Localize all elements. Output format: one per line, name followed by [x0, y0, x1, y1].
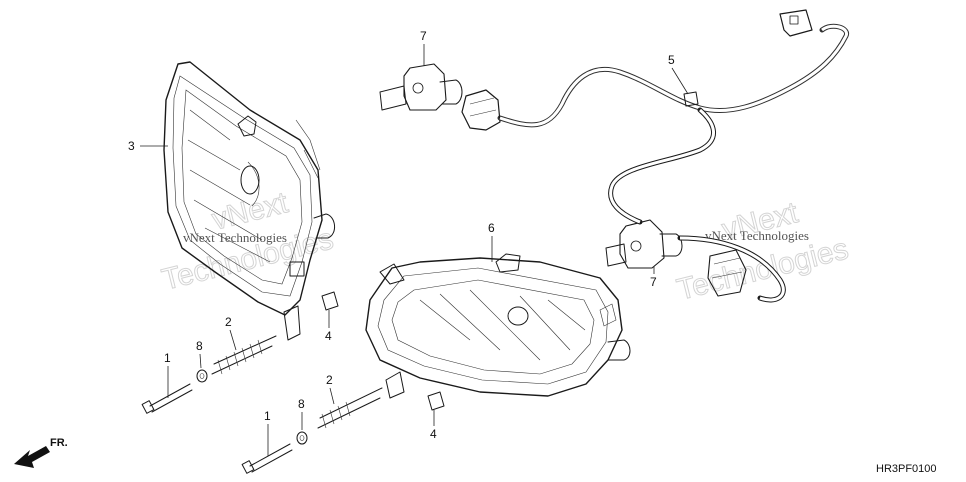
bolt-right: [241, 443, 293, 474]
callout-harness: 5: [668, 53, 689, 95]
svg-text:4: 4: [325, 329, 332, 343]
front-direction-arrow: FR.: [14, 437, 68, 468]
washer-left: [196, 369, 208, 383]
callout-bulb-top: 7: [420, 29, 427, 66]
svg-text:1: 1: [164, 351, 171, 365]
watermark-right: vNext Technologies vNext Technologies: [673, 196, 852, 308]
svg-text:Technologies: Technologies: [674, 232, 852, 306]
callout-screw-right: 2: [326, 373, 335, 405]
svg-text:vNext Technologies: vNext Technologies: [183, 230, 287, 245]
svg-text:5: 5: [668, 53, 675, 67]
nut-left: [321, 291, 339, 311]
bulb-socket-bottom: [605, 219, 683, 269]
svg-text:2: 2: [225, 315, 232, 329]
svg-text:7: 7: [420, 29, 427, 43]
svg-text:8: 8: [298, 397, 305, 411]
screw-spring-left: [211, 335, 277, 375]
svg-text:4: 4: [430, 427, 437, 441]
callout-screw-left: 2: [225, 315, 237, 351]
callout-right-headlight: 6: [488, 221, 495, 262]
washer-right: [296, 431, 308, 445]
callout-washer-left: 8: [196, 339, 203, 369]
watermark-left: vNext Technologies vNext Technologies: [158, 186, 337, 298]
svg-text:6: 6: [488, 221, 495, 235]
callout-washer-right: 8: [298, 397, 305, 430]
svg-text:vNext Technologies: vNext Technologies: [705, 228, 809, 243]
callout-bulb-bottom: 7: [650, 266, 657, 289]
bolt-left: [141, 383, 193, 414]
svg-text:2: 2: [326, 373, 333, 387]
callout-nut-left: 4: [325, 310, 332, 343]
right-headlight: [365, 253, 631, 399]
svg-text:7: 7: [650, 275, 657, 289]
wire-harness: [461, 9, 849, 303]
svg-text:1: 1: [264, 409, 271, 423]
left-headlight: [163, 61, 335, 341]
nut-right: [427, 391, 445, 411]
callout-bolt-left: 1: [164, 351, 171, 398]
svg-text:3: 3: [128, 139, 135, 153]
callout-bolt-right: 1: [264, 409, 271, 456]
callout-left-headlight: 3: [128, 139, 168, 153]
svg-text:FR.: FR.: [50, 437, 68, 449]
svg-text:8: 8: [196, 339, 203, 353]
bulb-socket-top: [379, 63, 463, 111]
callout-nut-right: 4: [430, 410, 437, 441]
screw-spring-right: [317, 387, 383, 429]
diagram-code: HR3PF0100: [876, 463, 937, 475]
